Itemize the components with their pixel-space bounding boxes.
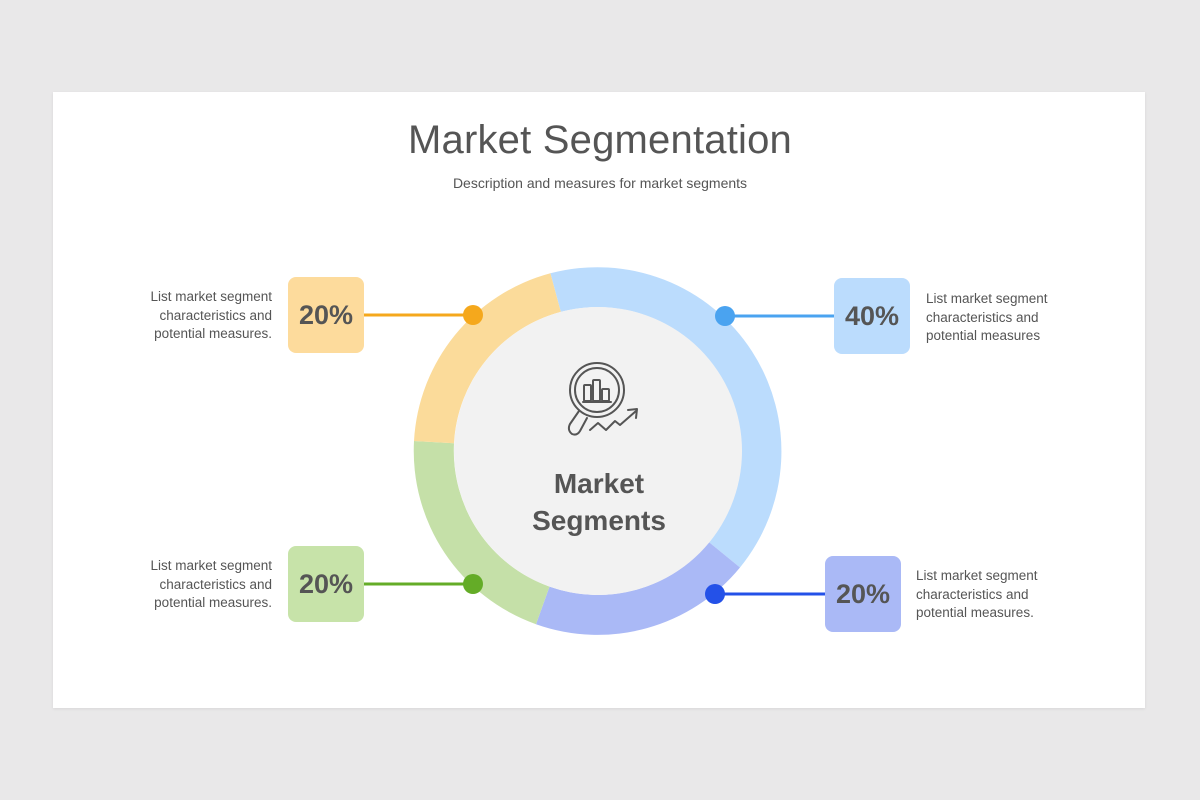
connector-dot-green: [463, 574, 483, 594]
percent-box-yellow: 20%: [288, 277, 364, 353]
description-line: List market segment: [916, 568, 1038, 583]
connector-dot-blue: [715, 306, 735, 326]
ring-segment-blue: [550, 267, 782, 568]
segment-description-green: List market segment characteristics and …: [122, 557, 272, 613]
center-label-line1: Market: [553, 468, 645, 499]
description-line: List market segment: [926, 291, 1048, 306]
description-line: potential measures.: [916, 605, 1034, 620]
connector-dot-yellow: [463, 305, 483, 325]
percent-box-blue: 40%: [834, 278, 910, 354]
center-disc: [454, 307, 742, 595]
connector-dot-purple: [705, 584, 725, 604]
center-label-line2: Segments: [532, 505, 666, 536]
ring-segment-green: [413, 441, 550, 625]
magnifier-chart-icon: [567, 362, 638, 436]
description-line: List market segment: [150, 289, 272, 304]
center-label: Market Segments: [499, 465, 699, 539]
segment-description-yellow: List market segment characteristics and …: [122, 288, 272, 344]
percent-box-green: 20%: [288, 546, 364, 622]
description-line: List market segment: [150, 558, 272, 573]
page-title: Market Segmentation: [408, 118, 792, 162]
description-line: potential measures.: [154, 595, 272, 610]
description-line: characteristics and: [926, 309, 1039, 325]
ring-segment-purple: [536, 542, 740, 635]
segment-description-blue: List market segment characteristics and …: [926, 290, 1076, 346]
page-subtitle: Description and measures for market segm…: [452, 175, 748, 191]
description-line: characteristics and: [159, 307, 272, 323]
segment-description-purple: List market segment characteristics and …: [916, 567, 1066, 623]
percent-box-purple: 20%: [825, 556, 901, 632]
description-line: characteristics and: [159, 576, 272, 592]
ring-segment-yellow: [414, 273, 561, 444]
description-line: potential measures: [926, 328, 1041, 343]
description-line: potential measures.: [154, 326, 272, 341]
description-line: characteristics and: [916, 586, 1029, 602]
